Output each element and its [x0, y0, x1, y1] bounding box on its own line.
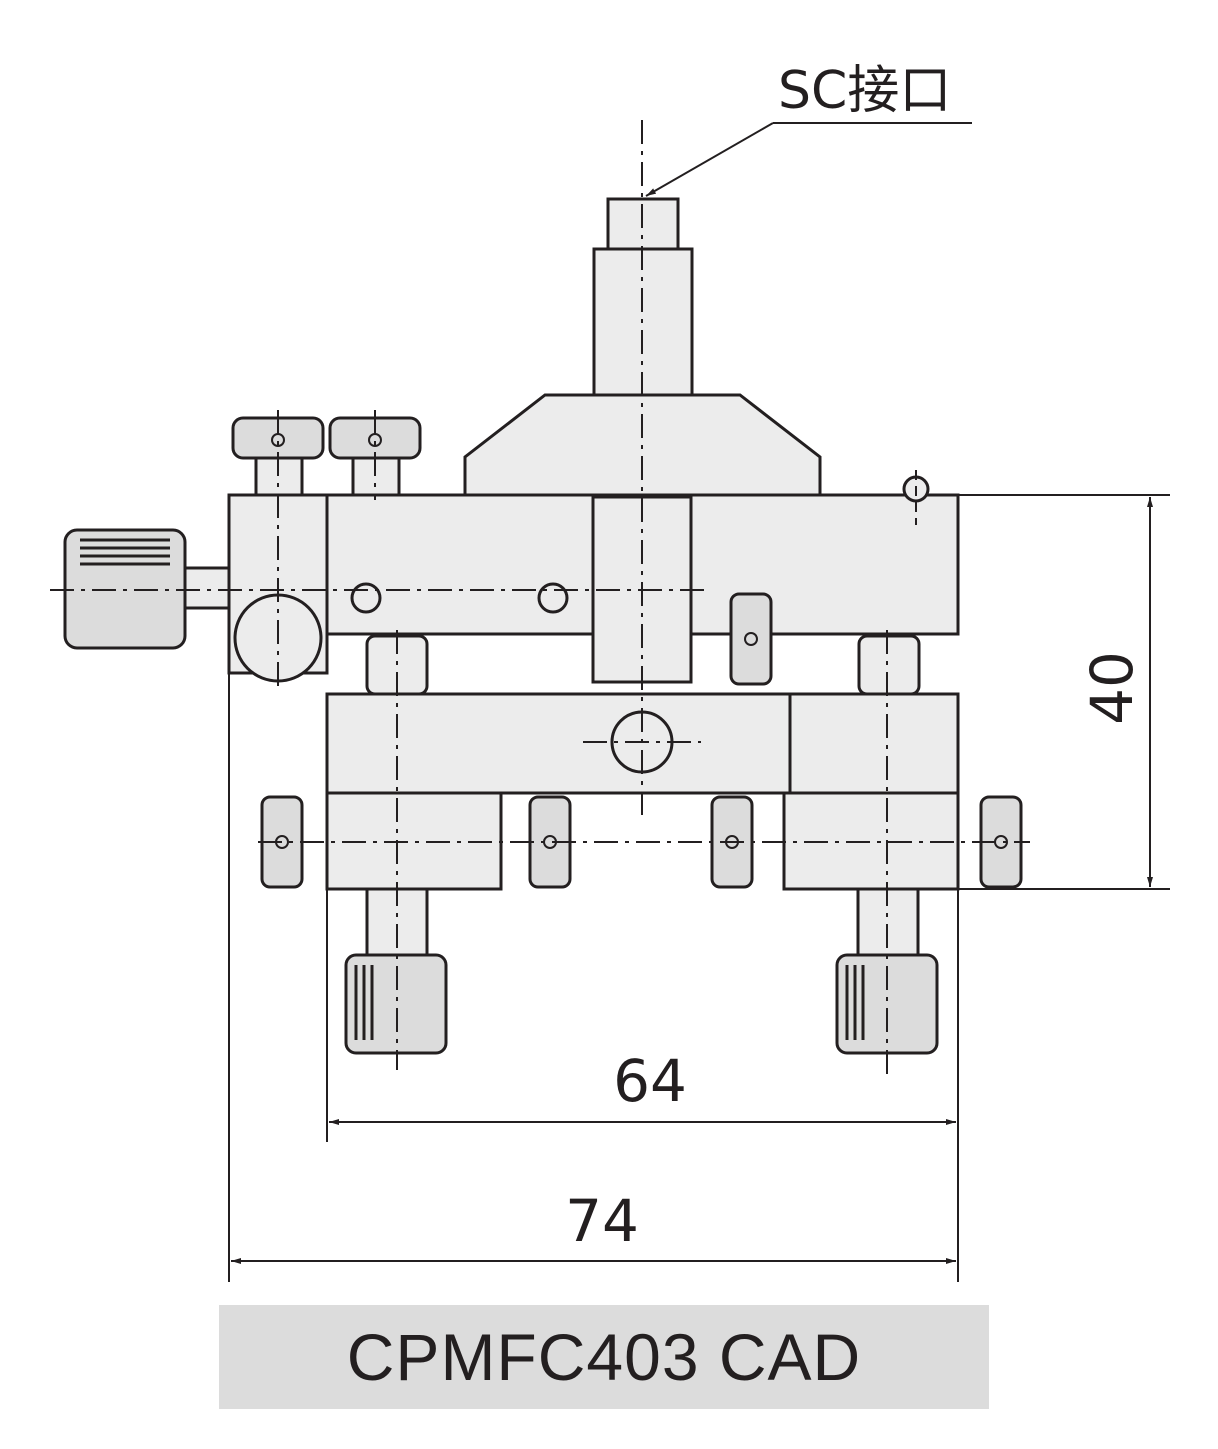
dim-64-value: 64: [613, 1047, 687, 1115]
mount-hole-1: [350, 582, 382, 614]
dim-74-value: 74: [565, 1187, 639, 1255]
caption-bar: CPMFC403 CAD: [219, 1305, 989, 1409]
mount-hole-2: [537, 582, 569, 614]
micrometer-knob-left[interactable]: [344, 953, 448, 1055]
sc-interface-label: SC接口: [778, 61, 951, 121]
right-post: [857, 634, 921, 696]
tilt-knob[interactable]: [729, 592, 773, 686]
top-adjust-knob-right[interactable]: [328, 416, 422, 497]
dim-40-value: 40: [1078, 651, 1146, 725]
caption-text: CPMFC403 CAD: [346, 1320, 862, 1394]
side-knob-shaft: [182, 566, 231, 610]
leader-line: [645, 122, 774, 197]
